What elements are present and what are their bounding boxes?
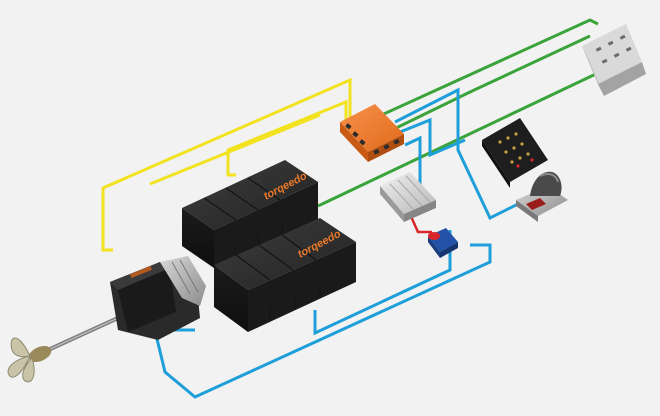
battery-pack-1: torqeedo [182, 160, 318, 268]
propeller-icon [7, 337, 35, 383]
battery-pack-2-top [214, 218, 356, 290]
blue-wire-charger [404, 135, 422, 195]
yellow-wire-inner [226, 99, 348, 177]
battery-pack-2-side [248, 242, 356, 332]
battery-pack-1-front [182, 208, 214, 268]
battery-pack-2: torqeedo [214, 218, 356, 332]
battery-pack-1-top [182, 160, 318, 230]
blue-wire-bottom-loop [148, 243, 492, 399]
green-wire-junction [391, 34, 591, 132]
throttle-lever-icon [516, 171, 568, 222]
outboard-motor-icon [7, 256, 206, 383]
battery-pack-2-front [214, 265, 248, 332]
green-wire-top [374, 18, 599, 120]
charger-icon [380, 172, 436, 222]
yellow-wire-link [149, 113, 321, 186]
red-wire-plug [407, 211, 432, 234]
blue-wire-controller [394, 87, 521, 221]
battery-pack-1-side [214, 182, 318, 268]
yellow-wire-outer [101, 77, 352, 252]
blue-wire-display [399, 117, 466, 158]
lead-acid-battery-icon [582, 24, 646, 96]
shore-power-plug-icon [428, 228, 458, 258]
display-panel-icon [482, 118, 548, 188]
junction-box-icon [340, 104, 404, 162]
